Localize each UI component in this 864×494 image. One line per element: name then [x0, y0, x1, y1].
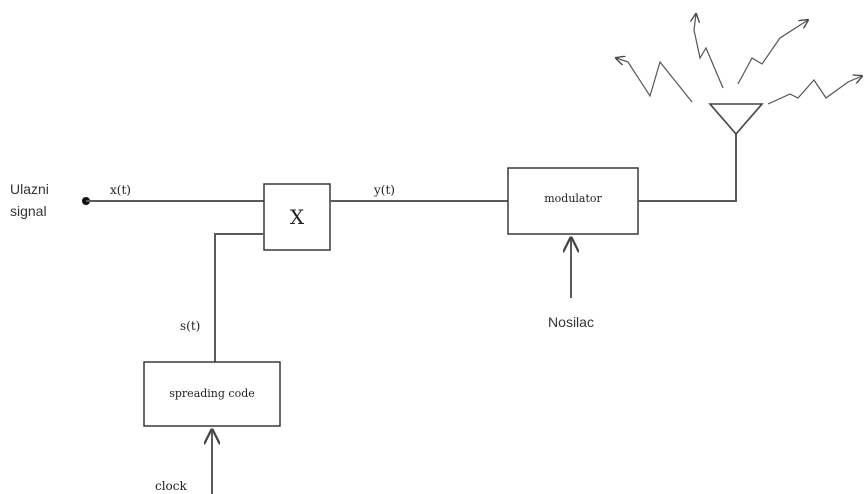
carrier-label: Nosilac — [548, 314, 594, 330]
multiplier-box — [263, 183, 331, 251]
x-signal-label: x(t) — [110, 183, 131, 197]
radio-wave-icon — [616, 14, 862, 105]
antenna-icon — [708, 103, 764, 136]
s-signal-line — [214, 233, 264, 362]
modulator-label: modulator — [544, 192, 602, 205]
s-signal-label: s(t) — [180, 319, 200, 333]
multiplier-symbol: X — [290, 205, 305, 229]
input-label-line2: signal — [10, 203, 47, 219]
clock-label: clock — [155, 479, 188, 493]
modulator-box — [507, 167, 639, 235]
spreading-code-label: spreading code — [169, 387, 255, 400]
spreading-code-box — [143, 361, 281, 427]
antenna-feed-line — [638, 134, 737, 202]
input-label-line1: Ulazni — [10, 181, 49, 197]
y-signal-label: y(t) — [373, 183, 395, 197]
